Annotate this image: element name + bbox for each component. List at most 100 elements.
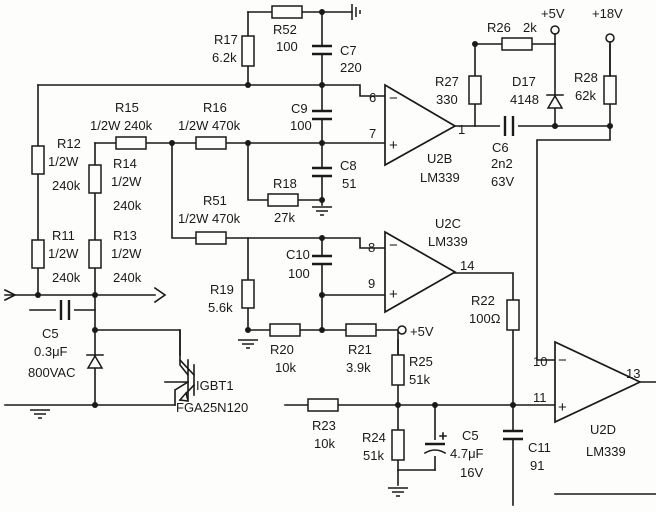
label-r19-ref: R19 bbox=[210, 282, 234, 297]
label-r28-value: 62k bbox=[575, 88, 596, 103]
u2d-plus-sign: + bbox=[558, 399, 567, 416]
opamp-u2c bbox=[384, 230, 457, 314]
label-r21-value: 3.9k bbox=[346, 360, 371, 375]
resistor-r16 bbox=[195, 136, 227, 150]
label-r18-ref: R18 bbox=[273, 176, 297, 191]
label-r14-value: 240k bbox=[113, 198, 142, 213]
label-r22-value: 100Ω bbox=[469, 311, 501, 326]
label-r52-ref: R52 bbox=[273, 22, 297, 37]
u2b-pin-noninv: 7 bbox=[369, 126, 376, 141]
label-r12-power: 1/2W bbox=[48, 154, 79, 169]
u2b-pin-out: 1 bbox=[458, 122, 465, 137]
capacitor-c5-hv bbox=[56, 298, 74, 322]
label-c10-value: 100 bbox=[288, 266, 310, 281]
label-c8-ref: C8 bbox=[340, 158, 357, 173]
capacitor-c7 bbox=[310, 44, 334, 56]
resistor-r26 bbox=[501, 37, 533, 51]
label-r11-power: 1/2W bbox=[48, 246, 79, 261]
label-r12-value: 240k bbox=[52, 178, 81, 193]
label-d17-value: 4148 bbox=[510, 92, 539, 107]
label-c7-value: 220 bbox=[340, 60, 362, 75]
capacitor-c10 bbox=[310, 254, 334, 266]
opamp-u2b bbox=[384, 83, 457, 167]
u2d-pin-out: 13 bbox=[626, 366, 640, 381]
capacitor-c9 bbox=[310, 109, 334, 121]
label-r25-ref: R25 bbox=[409, 354, 433, 369]
label-r16-value: 1/2W 470k bbox=[178, 118, 241, 133]
label-r17-ref: R17 bbox=[214, 32, 238, 47]
label-c9-ref: C9 bbox=[291, 101, 308, 116]
label-c11-ref: C11 bbox=[528, 440, 551, 455]
label-c6-value: 2n2 bbox=[491, 156, 513, 171]
resistor-r19 bbox=[241, 279, 255, 309]
capacitor-c8 bbox=[310, 166, 334, 178]
u2b-minus-sign: − bbox=[389, 90, 398, 107]
label-r20-value: 10k bbox=[275, 360, 296, 375]
supply-terminals bbox=[397, 25, 615, 335]
resistor-r28 bbox=[603, 75, 617, 105]
resistor-r18 bbox=[267, 193, 299, 207]
resistor-r52 bbox=[271, 5, 303, 19]
ground-symbols bbox=[30, 4, 408, 497]
label-r11-value: 240k bbox=[52, 270, 81, 285]
label-c5-lv-value: 4.7μF bbox=[450, 446, 484, 461]
label-r23-ref: R23 bbox=[312, 418, 336, 433]
label-rail-plus5-top: +5V bbox=[541, 6, 565, 21]
u2d-pin-inv: 10 bbox=[533, 354, 547, 369]
igbt-transistor bbox=[164, 358, 196, 402]
capacitors bbox=[56, 44, 525, 456]
label-r18-value: 27k bbox=[274, 210, 295, 225]
label-d17-ref: D17 bbox=[512, 74, 536, 89]
u2b-part: LM339 bbox=[420, 170, 460, 185]
label-r11-ref: R11 bbox=[52, 228, 75, 243]
label-r20-ref: R20 bbox=[270, 342, 294, 357]
label-c10-ref: C10 bbox=[286, 247, 310, 262]
label-r15-value: 1/2W 240k bbox=[90, 118, 153, 133]
resistor-r21 bbox=[345, 323, 377, 337]
label-r19-value: 5.6k bbox=[208, 300, 233, 315]
u2c-pin-out: 14 bbox=[460, 258, 474, 273]
label-c5-hv-value: 0.3μF bbox=[34, 344, 68, 359]
label-c8-value: 51 bbox=[342, 176, 356, 191]
u2d-ref: U2D bbox=[590, 422, 616, 437]
label-r14-ref: R14 bbox=[113, 156, 137, 171]
resistor-r20 bbox=[269, 323, 301, 337]
resistor-r11 bbox=[31, 239, 45, 269]
label-r24-ref: R24 bbox=[362, 430, 386, 445]
label-r16-ref: R16 bbox=[203, 100, 227, 115]
label-r13-power: 1/2W bbox=[111, 246, 142, 261]
u2d-pin-noninv: 11 bbox=[533, 390, 547, 405]
opamp-labels: 6 7 1 − + U2B LM339 8 9 14 − + U2C LM339… bbox=[368, 90, 640, 459]
label-r51-value: 1/2W 470k bbox=[178, 211, 241, 226]
label-r52-value: 100 bbox=[276, 39, 298, 54]
label-r13-value: 240k bbox=[113, 270, 142, 285]
u2b-pin-inv: 6 bbox=[369, 90, 376, 105]
label-igbt1-value: FGA25N120 bbox=[176, 400, 248, 415]
label-r28-ref: R28 bbox=[574, 70, 598, 85]
label-c5-lv-voltage: 16V bbox=[460, 465, 483, 480]
resistor-r12 bbox=[31, 145, 45, 175]
resistors bbox=[31, 5, 617, 461]
label-rail-plus5-mid: +5V bbox=[410, 324, 434, 339]
u2c-pin-noninv: 9 bbox=[368, 276, 375, 291]
label-r22-ref: R22 bbox=[471, 293, 495, 308]
junction-dots bbox=[35, 9, 613, 408]
label-c5-lv-ref: C5 bbox=[462, 428, 479, 443]
label-c9-value: 100 bbox=[290, 118, 312, 133]
label-rail-plus18: +18V bbox=[592, 6, 623, 21]
label-r27-ref: R27 bbox=[435, 74, 459, 89]
label-r17-value: 6.2k bbox=[212, 50, 237, 65]
u2d-minus-sign: − bbox=[558, 352, 567, 369]
u2d-part: LM339 bbox=[586, 444, 626, 459]
label-c6-ref: C6 bbox=[492, 140, 509, 155]
label-r51-ref: R51 bbox=[203, 193, 227, 208]
label-c6-voltage: 63V bbox=[491, 174, 514, 189]
capacitor-c6 bbox=[500, 114, 518, 138]
resistor-r25 bbox=[391, 354, 405, 386]
label-r15-ref: R15 bbox=[115, 100, 139, 115]
u2c-part: LM339 bbox=[428, 234, 468, 249]
label-r13-ref: R13 bbox=[113, 228, 137, 243]
igbt-body-diode bbox=[86, 354, 104, 369]
label-c5-hv-voltage: 800VAC bbox=[28, 365, 75, 380]
